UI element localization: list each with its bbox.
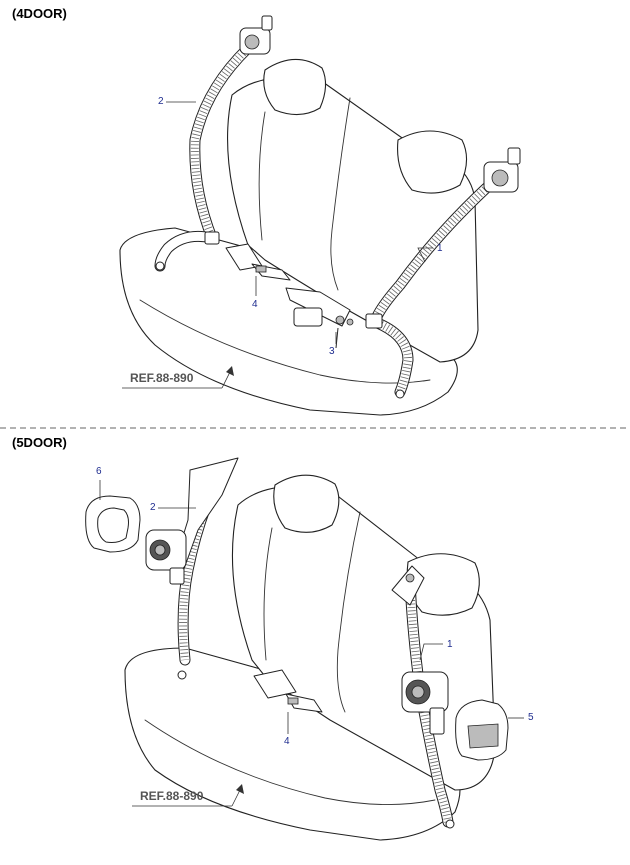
headrest-left — [263, 58, 327, 116]
callout-4-top: 4 — [252, 276, 258, 310]
trim-cover-5 — [455, 699, 509, 761]
headrest-right — [397, 130, 468, 194]
retractor-right — [401, 671, 449, 735]
callout-2-bottom: 2 — [150, 502, 196, 513]
seat-cushion-contour — [139, 299, 431, 384]
seat-back-contour — [336, 511, 361, 713]
svg-text:REF.88-890: REF.88-890 — [140, 789, 204, 803]
anchor-bolt-right — [445, 819, 455, 829]
rear-seat-cushion — [119, 227, 458, 416]
svg-text:1: 1 — [447, 639, 453, 650]
belt-webbing-right-inner — [370, 175, 500, 327]
ref-label-top: REF.88-890 — [122, 366, 234, 389]
anchor-bolt-left — [155, 261, 165, 271]
ref-label-bottom: REF.88-890 — [132, 784, 244, 807]
svg-text:REF.88-890: REF.88-890 — [130, 371, 194, 385]
retractor-top-left — [239, 15, 273, 55]
svg-text:5: 5 — [528, 712, 534, 723]
guide-left — [204, 231, 220, 245]
callout-5-bottom: 5 — [508, 712, 534, 723]
retractor-top-right — [483, 147, 521, 193]
svg-text:2: 2 — [150, 502, 156, 513]
svg-text:6: 6 — [96, 466, 102, 477]
callout-4-bottom: 4 — [284, 712, 290, 747]
callout-2-top: 2 — [158, 96, 196, 107]
seat-back-contour — [263, 527, 273, 661]
seat-back-contour — [258, 111, 266, 241]
seat-back-contour — [330, 97, 351, 291]
svg-text:3: 3 — [329, 346, 335, 357]
upper-guide-right — [391, 565, 425, 606]
callout-6-bottom: 6 — [96, 466, 102, 500]
svg-text:4: 4 — [284, 736, 290, 747]
seat-cushion-contour — [144, 719, 436, 805]
callout-1-bottom: 1 — [419, 639, 453, 661]
callout-1-top: 1 — [417, 243, 443, 263]
headrest-left — [273, 474, 340, 533]
lap-belt-right-inner — [370, 317, 413, 397]
trim-cover-6 — [85, 495, 141, 553]
belt-webbing-right-texture — [406, 579, 452, 823]
buckle-assembly-4 — [253, 669, 323, 713]
section-4door: (4DOOR) — [12, 6, 521, 416]
svg-text:4: 4 — [252, 299, 258, 310]
svg-text:2: 2 — [158, 96, 164, 107]
section-title-4door: (4DOOR) — [12, 6, 67, 21]
guide-right — [365, 313, 383, 329]
center-buckle-assembly-3 — [285, 287, 354, 349]
anchor-bolt-left — [177, 670, 187, 680]
buckle-assembly-4 — [225, 243, 291, 281]
anchor-bolt-right — [395, 389, 405, 399]
callout-3-top: 3 — [329, 332, 337, 357]
lap-belt-left-inner — [155, 231, 217, 271]
section-5door: (5DOOR) — [12, 435, 534, 841]
pillar-bracket-left — [169, 457, 239, 581]
belt-webbing-left-texture — [190, 45, 251, 240]
retractor-left — [145, 529, 187, 585]
svg-text:1: 1 — [437, 243, 443, 254]
section-title-5door: (5DOOR) — [12, 435, 67, 450]
